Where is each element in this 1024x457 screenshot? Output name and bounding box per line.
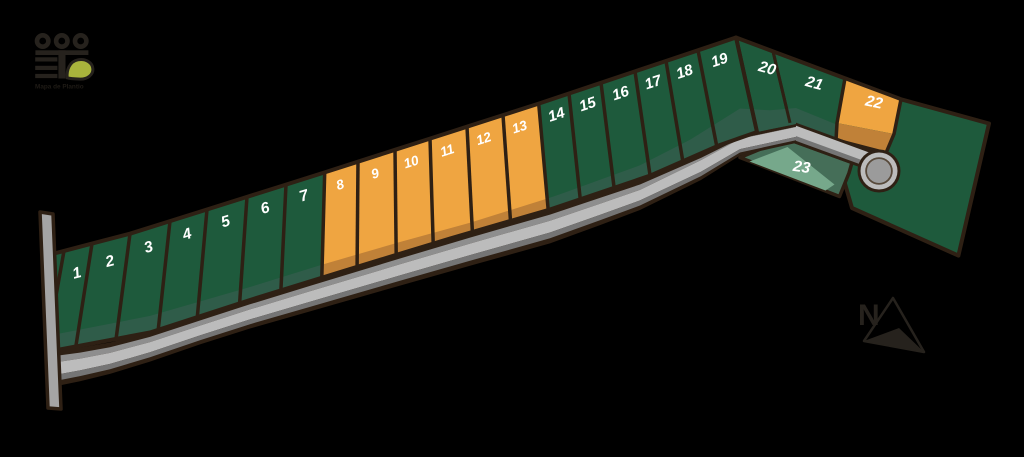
svg-text:1: 1	[71, 264, 84, 283]
svg-text:13: 13	[510, 117, 529, 136]
svg-text:23: 23	[791, 158, 812, 177]
svg-text:14: 14	[546, 104, 568, 126]
svg-text:17: 17	[642, 72, 664, 94]
svg-text:15: 15	[577, 94, 599, 116]
svg-text:2: 2	[103, 252, 117, 271]
svg-text:21: 21	[803, 73, 825, 94]
svg-text:10: 10	[402, 152, 421, 171]
svg-text:16: 16	[610, 83, 632, 105]
svg-text:N: N	[858, 299, 880, 332]
svg-text:Mapa de Plantio: Mapa de Plantio	[35, 84, 84, 91]
svg-text:18: 18	[674, 61, 696, 83]
svg-text:19: 19	[709, 49, 731, 71]
svg-text:11: 11	[438, 141, 456, 160]
svg-text:20: 20	[756, 58, 778, 79]
svg-text:12: 12	[474, 129, 493, 148]
svg-text:22: 22	[863, 92, 885, 112]
